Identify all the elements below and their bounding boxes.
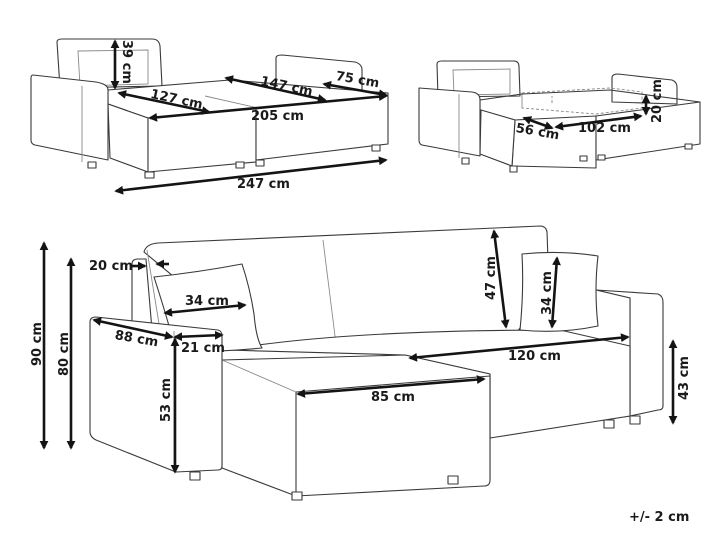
label-pillow-width: 34 cm — [185, 294, 229, 309]
label-pillow-height: 34 cm — [540, 271, 555, 315]
label-back-height: 80 cm — [57, 332, 72, 376]
label-seat-width: 120 cm — [508, 349, 561, 364]
label-total-width: 247 cm — [237, 177, 290, 192]
view-assembled — [39, 225, 678, 501]
view-open-bed — [30, 38, 389, 195]
label-backrest-height: 39 cm — [119, 40, 134, 84]
view-storage — [418, 60, 701, 173]
label-storage-height: 20 cm — [650, 79, 665, 123]
label-armrest-width: 21 cm — [181, 341, 225, 356]
label-total-height: 90 cm — [30, 322, 45, 366]
label-backrest-cushion-height: 47 cm — [484, 256, 499, 300]
label-armrest-height: 53 cm — [159, 378, 174, 422]
tolerance-note: +/- 2 cm — [629, 510, 690, 525]
label-back-thickness: 20 cm — [89, 259, 133, 274]
label-bed-width: 205 cm — [251, 109, 304, 124]
label-chaise-width: 85 cm — [371, 390, 415, 405]
label-storage-width: 102 cm — [578, 121, 631, 136]
label-seat-height: 43 cm — [677, 356, 692, 400]
